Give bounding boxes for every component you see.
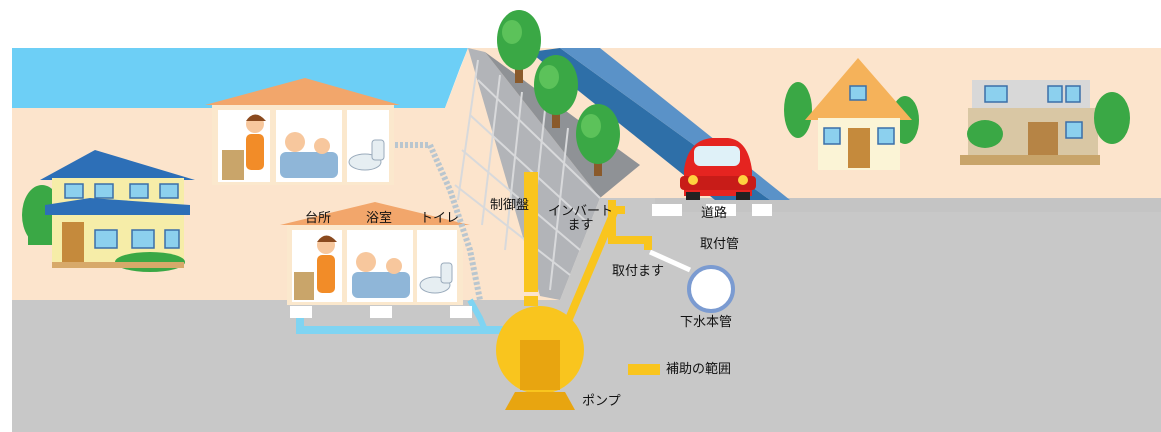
main-sewer-label: 下水本管: [680, 315, 733, 330]
bathroom-label: 浴室: [366, 211, 393, 226]
toilet-label: トイレ: [420, 211, 460, 226]
bathtub-icon: [352, 252, 410, 298]
drain-pipe: [290, 142, 505, 334]
person-icon: [222, 114, 266, 180]
tree-icon: [497, 10, 541, 83]
road-markings: [652, 204, 772, 216]
sewer-pipe-icon: [687, 265, 735, 313]
bathtub-icon: [280, 132, 338, 178]
pump-station: [496, 172, 652, 410]
house-icon: [784, 58, 919, 170]
connection-pipe-label: 取付管: [700, 237, 740, 252]
tree-icon: [576, 104, 620, 176]
road-surface: [655, 198, 1161, 212]
kitchen-label: 台所: [305, 211, 332, 226]
person-icon: [294, 235, 337, 300]
toilet-icon: [348, 139, 385, 171]
sewer-connection: [648, 249, 735, 313]
control-panel-label: 制御盤: [490, 198, 530, 213]
toilet-icon: [419, 262, 453, 294]
road-label: 道路: [701, 206, 728, 221]
invert-basin-pipe: [608, 200, 652, 250]
pump-label: ポンプ: [582, 394, 621, 409]
car-icon: [680, 138, 756, 200]
tree-icon: [534, 55, 578, 128]
underground-area: [12, 198, 1161, 432]
control-panel: [524, 172, 538, 282]
connection-basin-label: 取付ます: [612, 264, 665, 279]
pump-icon: [505, 340, 575, 410]
house-icon: [960, 80, 1130, 165]
legend-swatch: [628, 364, 660, 375]
house-icon: [22, 150, 195, 272]
invert-basin-label: インバート ます: [548, 204, 614, 233]
legend-label: 補助の範囲: [666, 362, 732, 377]
